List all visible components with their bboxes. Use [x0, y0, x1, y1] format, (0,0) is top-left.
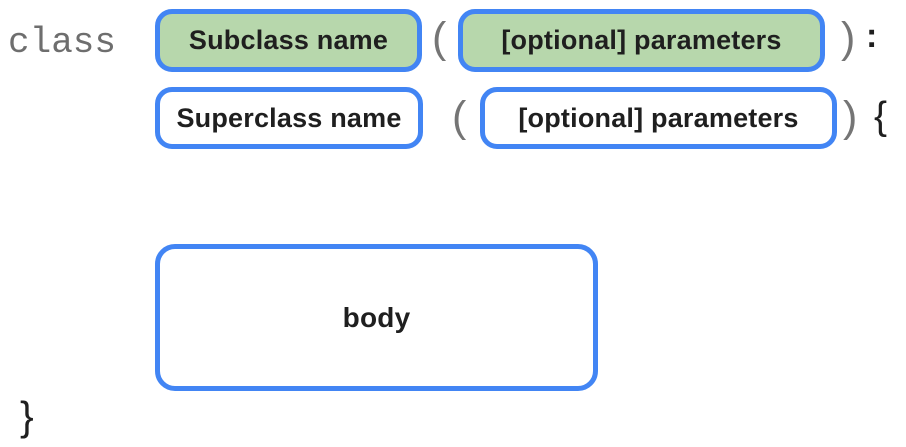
superclass-name-label: Superclass name: [176, 102, 402, 133]
superclass-params-box: [optional] parameters: [480, 87, 837, 149]
constructor-params-box: [optional] parameters: [458, 9, 825, 72]
body-label: body: [342, 301, 411, 333]
close-paren-row2: ): [843, 93, 858, 141]
constructor-params-label: [optional] parameters: [501, 25, 782, 55]
subclass-name-box: Subclass name: [155, 9, 422, 72]
superclass-params-label: [optional] parameters: [518, 102, 799, 133]
open-paren-row1: (: [432, 14, 447, 62]
open-brace: {: [874, 95, 888, 138]
class-keyword: class: [8, 22, 117, 63]
close-brace: }: [20, 393, 34, 439]
subclass-name-label: Subclass name: [188, 25, 389, 55]
open-paren-row2: (: [452, 93, 467, 141]
superclass-name-box: Superclass name: [155, 87, 423, 149]
body-box: body: [155, 244, 598, 391]
colon-separator: :: [866, 17, 878, 55]
close-paren-row1: ): [841, 14, 856, 62]
